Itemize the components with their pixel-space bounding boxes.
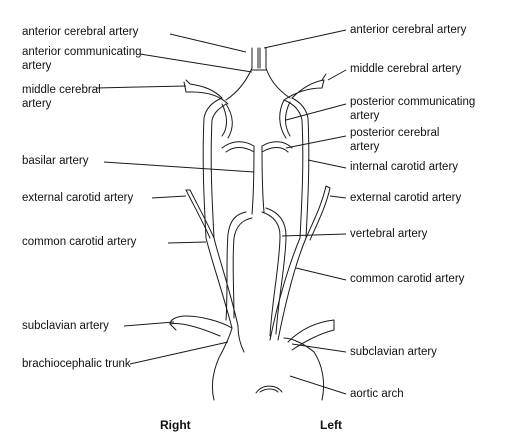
right-subclavian-cap [169,323,177,331]
leader-right-subclavian [291,343,347,353]
brachiocephalic-trunk-shape [221,325,245,353]
label-posterior-cerebral-line2: artery [350,141,380,153]
left-common-carotid-shape [269,237,307,341]
leader-left-aca [169,33,247,53]
posterior-communicating-shape [221,99,291,139]
left-external-carotid-shape [305,185,331,241]
label-brachiocephalic-trunk: brachiocephalic trunk [22,358,131,370]
right-external-carotid-shape [185,189,215,239]
right-middle-cerebral-shape [185,79,229,105]
posterior-cerebral-shape [221,141,293,153]
label-basilar-artery: basilar artery [22,155,89,167]
leader-right-arch [289,375,347,395]
right-subclavian-shape [169,315,233,337]
basilar-shape [251,145,265,215]
leader-left-brachio [129,341,229,365]
anterior-cerebral-shape [225,47,291,101]
label-external-carotid-left: external carotid artery [350,192,462,204]
leader-left-acom [139,53,253,73]
leader-left-subclavian [123,321,175,327]
label-internal-carotid: internal carotid artery [350,161,459,173]
aortic-arch-shape [211,337,325,401]
label-common-carotid-right: common carotid artery [22,236,137,248]
leader-right-pca [285,135,347,149]
leader-lines [95,29,347,395]
left-internal-carotid-shape [283,97,310,239]
side-caption-right: Right [160,418,191,432]
right-vertebral-shape [225,211,253,321]
leader-left-cca [167,241,207,244]
leader-left-eca [151,195,187,199]
leader-right-pcom [285,103,347,121]
leader-right-aca [263,29,347,49]
label-subclavian-right: subclavian artery [22,320,109,332]
label-posterior-communicating-line2: artery [350,110,380,122]
leader-left-basilar [103,161,255,173]
label-middle-cerebral-left: middle cerebral artery [350,63,462,75]
label-external-carotid-right: external carotid artery [22,192,134,204]
label-anterior-communicating-line2: artery [22,60,52,72]
label-anterior-communicating-line1: anterior communicating [22,46,142,58]
aortic-arch-inner-2 [259,388,279,393]
right-common-carotid-shape [205,237,239,329]
leader-right-mca [327,69,347,81]
aortic-arch-inner [255,385,283,394]
leader-right-cca [295,267,347,281]
label-anterior-cerebral-artery-right: anterior cerebral artery [22,26,139,38]
label-anterior-cerebral-artery-left: anterior cerebral artery [350,24,467,36]
leader-right-vert [281,233,347,237]
left-middle-cerebral-shape [283,79,325,101]
right-mca-tip [183,81,187,93]
label-middle-cerebral-right-line1: middle cerebral [22,84,101,96]
label-common-carotid-left: common carotid artery [350,273,465,285]
label-posterior-communicating-line1: posterior communicating [350,96,476,108]
left-mca-tip [321,73,327,81]
label-aortic-arch: aortic arch [350,388,404,400]
leader-left-mca [95,85,187,89]
right-internal-carotid-shape [202,97,227,239]
label-posterior-cerebral-line1: posterior cerebral [350,127,440,139]
leader-right-eca [329,195,347,199]
left-subclavian-shape [287,319,335,351]
label-vertebral-artery: vertebral artery [350,228,428,240]
side-caption-left: Left [320,418,342,432]
leader-right-ica [307,159,347,169]
label-middle-cerebral-right-line2: artery [22,98,52,110]
label-subclavian-left: subclavian artery [350,346,437,358]
arterial-tree-drawing [169,47,335,401]
